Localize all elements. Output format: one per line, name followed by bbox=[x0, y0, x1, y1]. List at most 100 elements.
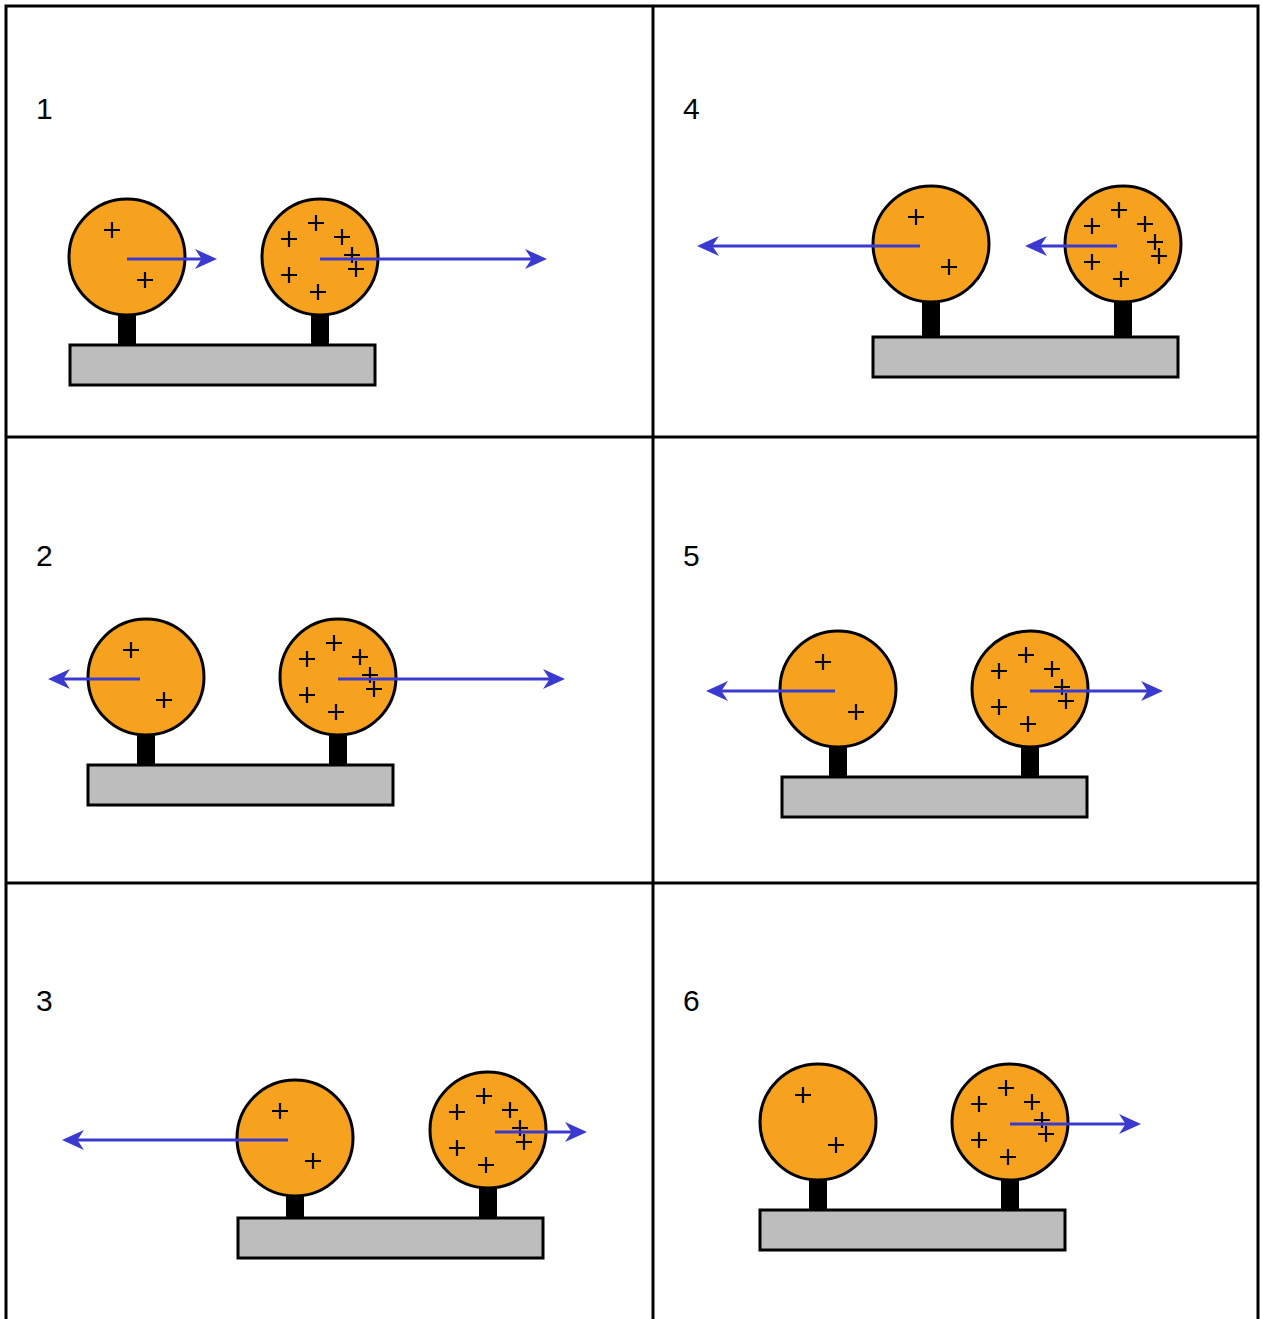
plus-charge bbox=[281, 267, 297, 283]
plus-charge bbox=[971, 1096, 987, 1112]
sphere-pair bbox=[62, 1072, 587, 1258]
arrow-head bbox=[48, 669, 70, 689]
panel-number: 4 bbox=[683, 94, 700, 124]
plus-charge bbox=[1000, 1149, 1016, 1165]
panel-number: 2 bbox=[36, 541, 53, 571]
charged-sphere bbox=[88, 619, 204, 735]
plus-charge bbox=[299, 651, 315, 667]
plus-charge bbox=[299, 687, 315, 703]
plus-charge bbox=[123, 642, 139, 658]
grid-border bbox=[6, 6, 1258, 1319]
charged-sphere bbox=[237, 1080, 353, 1196]
plus-charge bbox=[328, 704, 344, 720]
plus-charge bbox=[1058, 693, 1074, 709]
arrow-head bbox=[195, 249, 217, 269]
plus-charge bbox=[1151, 248, 1167, 264]
charged-sphere bbox=[262, 199, 378, 315]
charged-sphere bbox=[69, 199, 185, 315]
arrow-head bbox=[697, 236, 719, 256]
force-arrow bbox=[338, 678, 552, 681]
plus-charge bbox=[310, 284, 326, 300]
plus-charge bbox=[1020, 716, 1036, 732]
panel-number: 3 bbox=[36, 986, 53, 1016]
grid-divider bbox=[6, 882, 1258, 885]
plus-charge bbox=[908, 209, 924, 225]
stand-base bbox=[238, 1218, 543, 1258]
plus-charge bbox=[512, 1120, 528, 1136]
stand-base bbox=[873, 337, 1178, 377]
plus-charge bbox=[815, 654, 831, 670]
charged-sphere bbox=[952, 1064, 1068, 1180]
plus-charge bbox=[1044, 661, 1060, 677]
sphere-pair bbox=[697, 186, 1181, 377]
plus-charge bbox=[308, 215, 324, 231]
plus-charge bbox=[795, 1087, 811, 1103]
force-arrow bbox=[61, 678, 140, 681]
force-arrow bbox=[75, 1139, 288, 1142]
charged-sphere bbox=[430, 1072, 546, 1188]
plus-charge bbox=[1111, 202, 1127, 218]
plus-charge bbox=[352, 649, 368, 665]
force-arrow bbox=[320, 258, 534, 261]
plus-charge bbox=[516, 1134, 532, 1150]
charged-sphere bbox=[873, 186, 989, 302]
sphere-pair bbox=[760, 1064, 1141, 1250]
plus-charge bbox=[305, 1153, 321, 1169]
plus-charge bbox=[1024, 1094, 1040, 1110]
panel-grid bbox=[6, 6, 1258, 1319]
sphere-pair bbox=[48, 619, 565, 805]
panel-number: 6 bbox=[683, 986, 700, 1016]
plus-charge bbox=[991, 663, 1007, 679]
sphere-pair bbox=[69, 199, 547, 385]
grid-divider bbox=[652, 6, 655, 1319]
arrow-head bbox=[1119, 1114, 1141, 1134]
arrow-head bbox=[1141, 681, 1163, 701]
arrow-head bbox=[706, 681, 728, 701]
plus-charge bbox=[1113, 271, 1129, 287]
stand-base bbox=[70, 345, 375, 385]
charged-sphere bbox=[972, 631, 1088, 747]
plus-charge bbox=[362, 667, 378, 683]
charged-sphere bbox=[760, 1064, 876, 1180]
force-arrow bbox=[1038, 245, 1117, 248]
plus-charge bbox=[828, 1137, 844, 1153]
plus-charge bbox=[344, 247, 360, 263]
plus-charge bbox=[366, 681, 382, 697]
plus-charge bbox=[326, 635, 342, 651]
sphere-pair bbox=[706, 631, 1163, 817]
arrow-head bbox=[565, 1122, 587, 1142]
plus-charge bbox=[998, 1080, 1014, 1096]
force-arrow bbox=[719, 690, 835, 693]
arrow-head bbox=[62, 1130, 84, 1150]
stand-base bbox=[760, 1210, 1065, 1250]
plus-charge bbox=[1084, 254, 1100, 270]
plus-charge bbox=[334, 229, 350, 245]
plus-charge bbox=[1137, 216, 1153, 232]
plus-charge bbox=[1147, 234, 1163, 250]
force-arrow bbox=[710, 245, 920, 248]
stand-base bbox=[88, 765, 393, 805]
plus-charge bbox=[941, 259, 957, 275]
force-arrow bbox=[127, 258, 204, 261]
plus-charge bbox=[478, 1157, 494, 1173]
force-arrow bbox=[495, 1131, 574, 1134]
panel-number: 5 bbox=[683, 541, 700, 571]
plus-charge bbox=[1084, 218, 1100, 234]
plus-charge bbox=[502, 1102, 518, 1118]
plus-charge bbox=[449, 1140, 465, 1156]
charged-sphere bbox=[280, 619, 396, 735]
plus-charge bbox=[1034, 1112, 1050, 1128]
plus-charge bbox=[848, 704, 864, 720]
stand-base bbox=[782, 777, 1087, 817]
plus-charge bbox=[348, 261, 364, 277]
panel-number: 1 bbox=[36, 94, 53, 124]
plus-charge bbox=[137, 272, 153, 288]
plus-charge bbox=[281, 231, 297, 247]
plus-charge bbox=[476, 1088, 492, 1104]
plus-charge bbox=[449, 1104, 465, 1120]
charged-sphere bbox=[1065, 186, 1181, 302]
arrow-head bbox=[525, 249, 547, 269]
plus-charge bbox=[272, 1103, 288, 1119]
arrow-head bbox=[1025, 236, 1047, 256]
